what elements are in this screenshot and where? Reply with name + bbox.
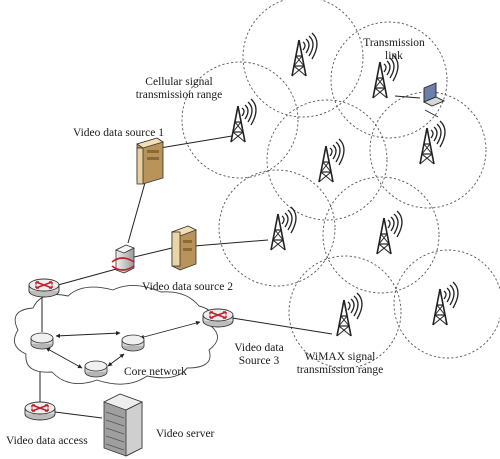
cell-towers: [230, 32, 459, 337]
core-network-label: Core network: [124, 366, 187, 378]
cellular-range-label: Cellular signal transmission range: [135, 76, 223, 101]
coverage-circle: [330, 21, 448, 139]
coverage-circle: [393, 249, 500, 359]
video-source-2-server: [171, 225, 197, 271]
gateway-switch: [111, 244, 135, 274]
coverage-circle: [369, 91, 487, 209]
coverage-circle: [322, 176, 440, 294]
core-network-links: [45, 320, 201, 369]
video-server-label: Video server: [156, 428, 215, 440]
video-server-rack: [102, 393, 144, 457]
coverage-circle: [218, 169, 336, 287]
wimax-range-label: WiMAX signal transmission range: [296, 351, 384, 376]
coverage-circle: [181, 61, 299, 179]
transmission-link-label: Transmission link: [363, 37, 425, 62]
laptop-icon: [422, 82, 446, 118]
coverage-circle: [288, 255, 402, 369]
coverage-circle: [266, 99, 388, 221]
video-data-access-label: Video data access: [6, 435, 88, 447]
video-source-2-label: Video data source 2: [142, 281, 233, 293]
video-source-1-label: Video data source 1: [73, 127, 164, 139]
video-source-1-server: [136, 137, 164, 185]
video-source-3-label: Video data Source 3: [234, 342, 284, 367]
coverage-circle: [242, 0, 364, 118]
